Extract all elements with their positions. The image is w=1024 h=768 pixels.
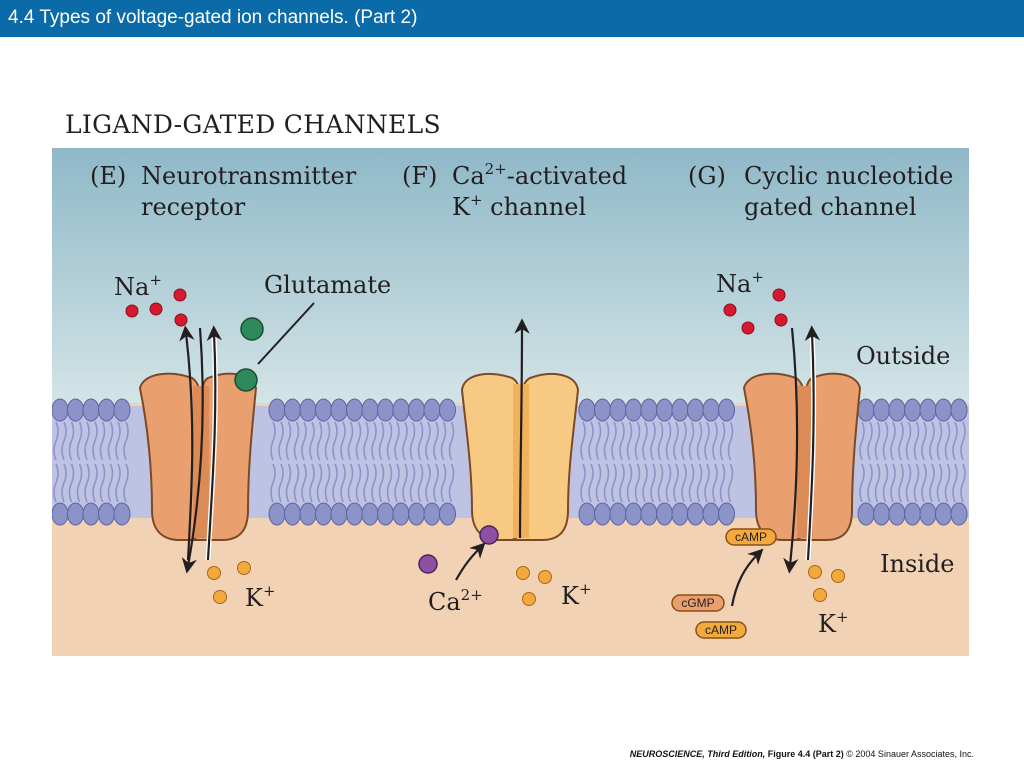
panel-F-calcium-arrow xyxy=(455,542,486,581)
panel-E-sodium-label: Na+ xyxy=(114,271,162,301)
panel-E-label: (E) Neurotransmitter receptor xyxy=(90,162,357,221)
panel-G-potassium-ions xyxy=(808,565,845,602)
caption-figure: Figure 4.4 (Part 2) xyxy=(767,749,844,759)
panel-E-potassium-ions xyxy=(207,561,251,604)
panel-F-calcium-label: Ca2+ xyxy=(428,586,483,616)
panel-G-sodium-arrow xyxy=(783,327,799,574)
panel-E-sodium-ions xyxy=(125,288,188,327)
outside-region xyxy=(52,148,969,403)
channel-E xyxy=(138,372,258,541)
figure-svg: (E) Neurotransmitter receptor (F) Ca2+-a… xyxy=(52,148,969,656)
cgmp-pill: cGMP xyxy=(671,594,725,612)
panel-F-potassium-arrow xyxy=(514,318,530,539)
calcium-free xyxy=(418,554,438,574)
camp-free-pill: cAMP xyxy=(695,621,747,639)
channel-F xyxy=(460,373,580,541)
caption-credit: © 2004 Sinauer Associates, Inc. xyxy=(846,749,974,759)
panel-E-letter: (E) xyxy=(90,162,126,190)
slide-title: 4.4 Types of voltage-gated ion channels.… xyxy=(8,7,418,28)
glutamate-molecules xyxy=(234,317,264,392)
channel-G xyxy=(742,372,862,541)
panel-E-inward-arrow xyxy=(181,327,204,574)
outside-label: Outside xyxy=(856,342,950,370)
panel-E-title-line1: Neurotransmitter xyxy=(141,162,357,190)
panel-G-sodium-ions xyxy=(723,288,788,335)
glutamate-pointer-line xyxy=(257,302,315,365)
panel-G-title-line2: gated channel xyxy=(744,193,917,221)
caption-book: NEUROSCIENCE, Third Edition, xyxy=(629,749,766,759)
panel-E-title-line2: receptor xyxy=(141,193,246,221)
camp-bound-pill: cAMP xyxy=(725,528,777,546)
panel-G-label: (G) Cyclic nucleotide gated channel xyxy=(688,162,953,221)
panel-F-label: (F) Ca2+-activated K+ channel xyxy=(402,160,627,221)
glutamate-label: Glutamate xyxy=(264,271,391,299)
panel-F-title-line2: K+ channel xyxy=(452,191,586,221)
svg-text:cAMP: cAMP xyxy=(735,530,767,544)
svg-text:cGMP: cGMP xyxy=(681,596,714,610)
panel-G-sodium-label: Na+ xyxy=(716,268,764,298)
slide-title-bar: 4.4 Types of voltage-gated ion channels.… xyxy=(0,0,1024,37)
panel-G-potassium-label: K+ xyxy=(818,608,849,638)
ligand-gated-channels-figure: (E) Neurotransmitter receptor (F) Ca2+-a… xyxy=(52,148,969,656)
panel-F-title-line1: Ca2+-activated xyxy=(452,160,627,190)
inside-label: Inside xyxy=(880,550,955,578)
panel-G-title-line1: Cyclic nucleotide xyxy=(744,162,953,190)
figure-heading: LIGAND-GATED CHANNELS xyxy=(65,110,441,139)
panel-F-potassium-label: K+ xyxy=(561,580,592,610)
panel-F-potassium-ions xyxy=(516,566,552,606)
panel-G-letter: (G) xyxy=(688,162,726,190)
svg-text:cAMP: cAMP xyxy=(705,623,737,637)
panel-E-potassium-label: K+ xyxy=(245,582,276,612)
panel-G-messenger-arrow xyxy=(730,548,764,607)
calcium-bound xyxy=(479,525,499,545)
panel-F-letter: (F) xyxy=(402,162,437,190)
figure-caption: NEUROSCIENCE, Third Edition, Figure 4.4 … xyxy=(630,749,974,759)
panel-E-sodium-arrow xyxy=(179,325,195,561)
